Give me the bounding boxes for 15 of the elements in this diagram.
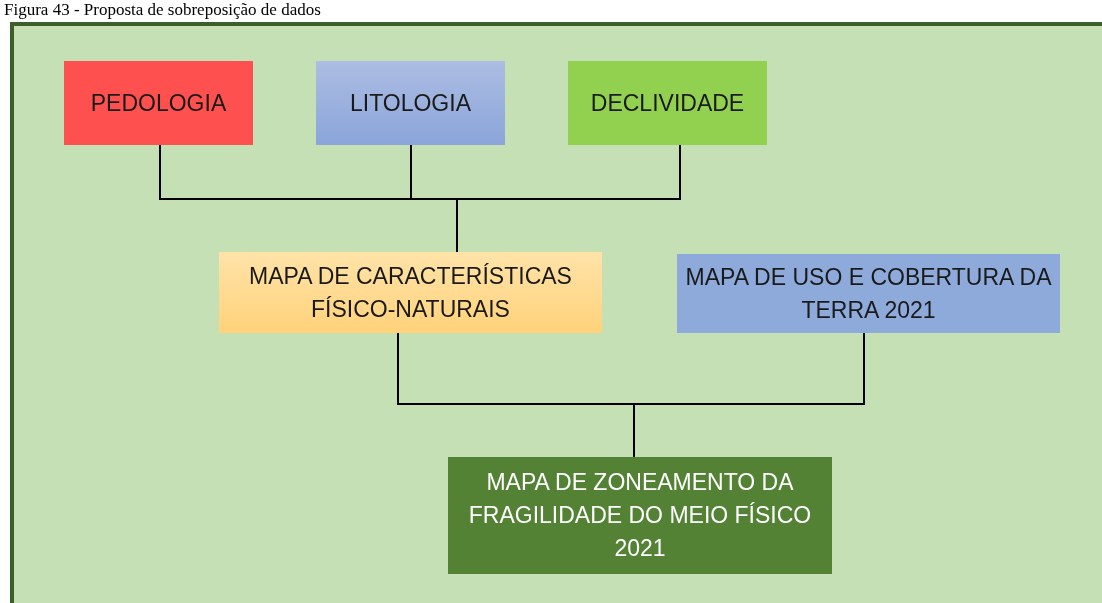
figure-title: Figura 43 - Proposta de sobreposição de dados <box>4 0 321 20</box>
process-box <box>219 252 602 333</box>
process-box <box>568 61 767 145</box>
connector-line <box>633 332 865 458</box>
box-label: MAPA DE ZONEAMENTO DA FRAGILIDADE DO MEIO FÍSICO 2021 <box>467 468 813 563</box>
box-label: PEDOLOGIA <box>90 88 227 118</box>
box-label: LITOLOGIA <box>350 88 471 118</box>
process-box <box>677 254 1060 333</box>
box-label: DECLIVIDADE <box>590 88 745 118</box>
box-label: MAPA DE USO E COBERTURA DA TERRA 2021 <box>685 262 1052 325</box>
box-label: MAPA DE CARACTERÍSTICAS FÍSICO-NATURAIS <box>248 261 573 324</box>
process-box <box>448 457 832 574</box>
process-box <box>64 61 253 145</box>
process-box <box>316 61 505 145</box>
connector-line <box>456 144 681 253</box>
